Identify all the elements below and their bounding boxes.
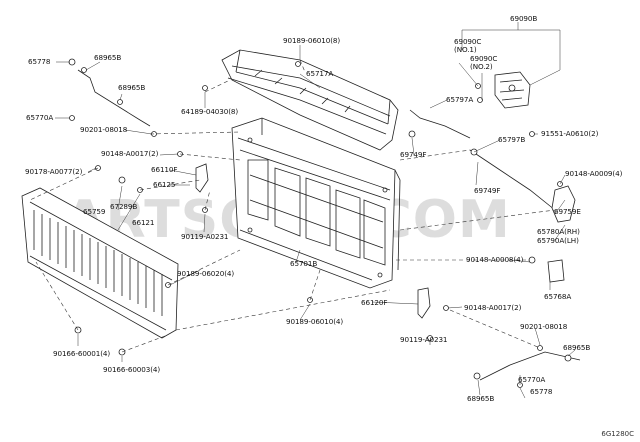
label-68965b-top1[interactable]: 68965B xyxy=(94,53,122,62)
hinge-66110F[interactable] xyxy=(195,163,209,193)
label-90201-08018-top[interactable]: 90201-08018 xyxy=(80,125,128,134)
header-panel[interactable] xyxy=(221,49,399,151)
label-90189-06020-4[interactable]: 90189-06020(4) xyxy=(177,269,235,278)
label-65768a[interactable]: 65768A xyxy=(544,292,572,301)
cable-bottom[interactable] xyxy=(479,351,581,381)
label-90189-06010-8[interactable]: 90189-06010(8) xyxy=(283,36,341,45)
label-65770a-bot[interactable]: 65770A xyxy=(518,375,546,384)
label-68965b-bot2[interactable]: 68965B xyxy=(467,394,495,403)
label-65790a-lh[interactable]: 65790A(LH) xyxy=(537,236,579,245)
label-90166-60001-4[interactable]: 90166-60001(4) xyxy=(53,349,111,358)
label-65759[interactable]: 65759 xyxy=(83,207,106,216)
lock-assembly[interactable] xyxy=(494,71,531,109)
label-65701b[interactable]: 65701B xyxy=(290,259,318,268)
label-64189-04030-8[interactable]: 64189-04030(8) xyxy=(181,107,239,116)
label-65797b[interactable]: 65797B xyxy=(498,135,526,144)
label-66110f[interactable]: 66110F xyxy=(151,165,178,174)
label-66120f[interactable]: 66120F xyxy=(361,298,388,307)
label-90119-a0231-b[interactable]: 90119-A0231 xyxy=(400,335,448,344)
label-68965b-bot1[interactable]: 68965B xyxy=(563,343,591,352)
label-90201-08018-bot[interactable]: 90201-08018 xyxy=(520,322,568,331)
label-68965b-top2[interactable]: 68965B xyxy=(118,83,146,92)
hinge-66120F[interactable] xyxy=(417,287,431,319)
label-66121[interactable]: 66121 xyxy=(132,218,155,227)
label-65770a-top[interactable]: 65770A xyxy=(26,113,54,122)
label-65778-bot[interactable]: 65778 xyxy=(530,387,553,396)
label-69749f-b[interactable]: 69749F xyxy=(474,186,501,195)
label-69090c-no2[interactable]: 69090C xyxy=(470,54,498,63)
label-90189-06010-4[interactable]: 90189-06010(4) xyxy=(286,317,344,326)
label-90148-a0009-4[interactable]: 90148-A0009(4) xyxy=(565,169,623,178)
label-65780a-rh[interactable]: 65780A(RH) xyxy=(537,227,580,236)
label-69090c-no1[interactable]: 69090C xyxy=(454,37,482,46)
label-90178-a0077-2[interactable]: 90178-A0077(2) xyxy=(25,167,83,176)
label-91551-a0610-2[interactable]: 91551-A0610(2) xyxy=(541,129,599,138)
label-65717a[interactable]: 65717A xyxy=(306,69,334,78)
label-69749f-a[interactable]: 69749F xyxy=(400,150,427,159)
label-65778-top[interactable]: 65778 xyxy=(28,57,51,66)
label-67289b[interactable]: 67289B xyxy=(110,202,138,211)
label-90148-a0017-2-b[interactable]: 90148-A0017(2) xyxy=(464,303,522,312)
cable-top[interactable] xyxy=(77,69,151,127)
tailgate-inner-panel[interactable] xyxy=(231,117,401,289)
label-69090b[interactable]: 69090B xyxy=(510,14,538,23)
label-90148-a0017-2-a[interactable]: 90148-A0017(2) xyxy=(101,149,159,158)
diagram-code: 6G1280C xyxy=(601,430,634,438)
striker-65780A[interactable] xyxy=(551,185,576,223)
label-90148-a0008-4[interactable]: 90148-A0008(4) xyxy=(466,255,524,264)
label-65797a[interactable]: 65797A xyxy=(446,95,474,104)
rod-65797A[interactable] xyxy=(409,109,471,139)
label-69759e[interactable]: 69759E xyxy=(554,207,581,216)
label-66125[interactable]: 66125 xyxy=(153,180,176,189)
label-90119-a0231-a[interactable]: 90119-A0231 xyxy=(181,232,229,241)
bracket-65768A[interactable] xyxy=(547,259,565,283)
label-90166-60003-4[interactable]: 90166-60003(4) xyxy=(103,365,161,374)
label-no2: (NO.2) xyxy=(470,62,493,71)
label-no1: (NO.1) xyxy=(454,45,477,54)
rod-65797B[interactable] xyxy=(469,149,556,211)
